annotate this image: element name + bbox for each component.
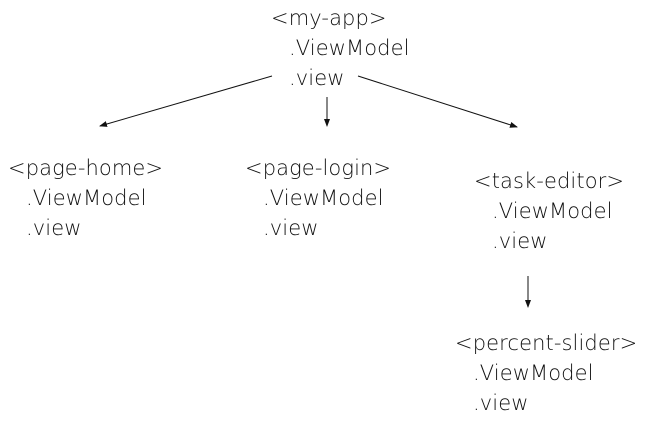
node-task-editor-tag: <task-editor> [474,169,625,193]
node-percent-slider: <percent-slider> .ViewModel .view [455,328,637,418]
node-page-login-view: .view [263,216,319,240]
node-my-app-viewmodel: .ViewModel [289,36,410,60]
node-task-editor-view: .view [492,229,548,253]
node-page-home-tag: <page-home> [8,156,164,180]
node-my-app-tag: <my-app> [271,6,387,30]
node-page-login-viewmodel: .ViewModel [263,186,384,210]
node-my-app: <my-app> .ViewModel .view [271,3,410,93]
edge-my-app-to-page-home [99,75,273,127]
node-percent-slider-tag: <percent-slider> [455,331,638,355]
node-page-home-viewmodel: .ViewModel [26,186,147,210]
node-page-login: <page-login> .ViewModel .view [245,153,391,243]
node-percent-slider-viewmodel: .ViewModel [473,361,594,385]
node-my-app-view: .view [289,66,345,90]
node-page-login-tag: <page-login> [245,156,392,180]
node-percent-slider-view: .view [473,391,529,415]
node-task-editor-viewmodel: .ViewModel [492,199,613,223]
node-page-home-view: .view [26,216,82,240]
node-task-editor: <task-editor> .ViewModel .view [474,166,624,256]
node-page-home: <page-home> .ViewModel .view [8,153,163,243]
